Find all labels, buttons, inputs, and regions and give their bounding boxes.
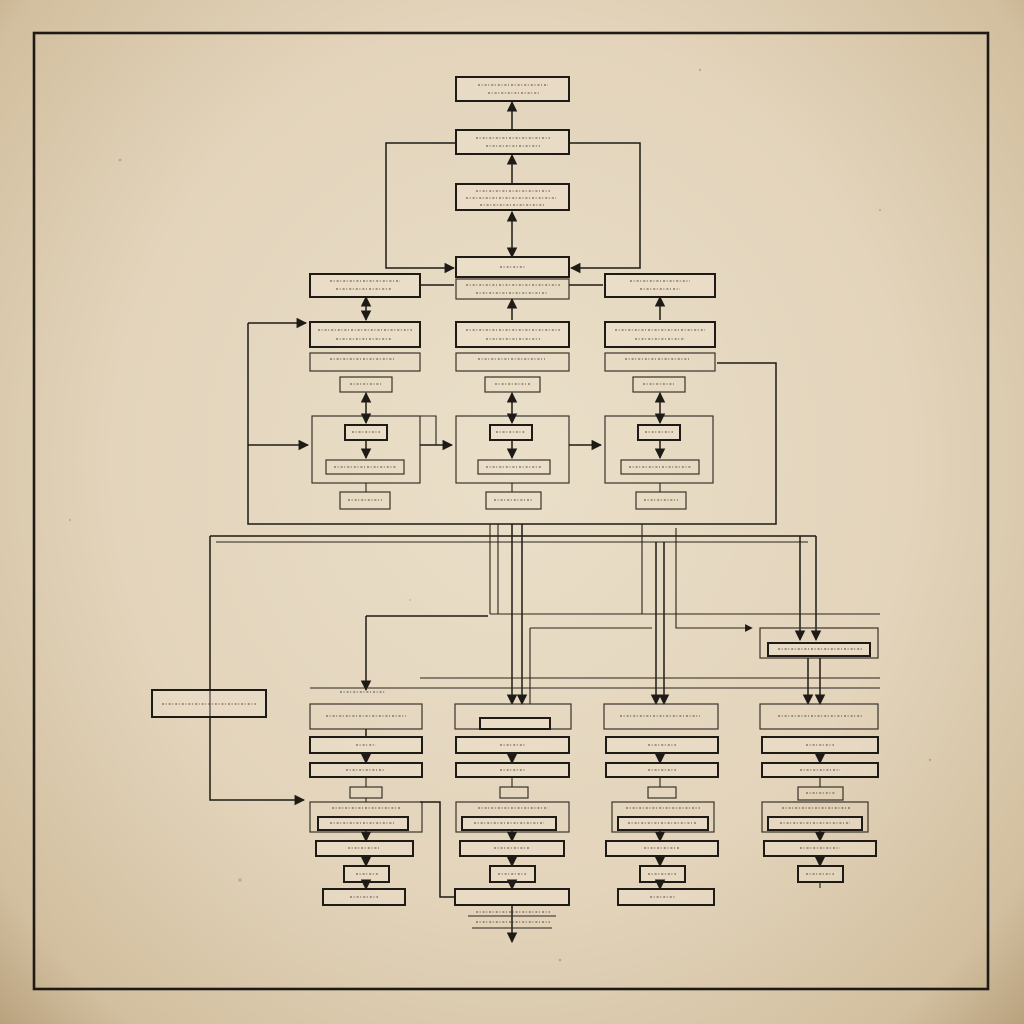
col2-head-inner bbox=[479, 717, 551, 730]
page-border bbox=[32, 31, 990, 991]
col3-row6 bbox=[617, 888, 715, 906]
strip-right bbox=[604, 352, 716, 372]
cluster-left-mid bbox=[325, 459, 405, 475]
col2-row1 bbox=[455, 736, 570, 754]
col4-head bbox=[759, 703, 879, 730]
col2-row4 bbox=[459, 840, 565, 857]
strip-left bbox=[309, 352, 421, 372]
collector-frame bbox=[759, 627, 879, 659]
col2-row3 bbox=[499, 786, 529, 799]
process-clusters bbox=[247, 317, 777, 525]
node-hub-sub bbox=[455, 278, 570, 300]
col2-row6 bbox=[454, 888, 570, 906]
cluster-left-out bbox=[339, 491, 391, 510]
node-right-a bbox=[604, 321, 716, 348]
cluster-center-mid bbox=[477, 459, 551, 475]
node-hub bbox=[455, 256, 570, 278]
node-left-head bbox=[309, 273, 421, 298]
node-center-a bbox=[455, 321, 570, 348]
cluster-right-mid bbox=[620, 459, 700, 475]
node-level-3 bbox=[455, 183, 570, 211]
node-top bbox=[455, 76, 570, 102]
strip-center bbox=[455, 352, 570, 372]
col3-row4 bbox=[605, 840, 719, 857]
paper-specks bbox=[69, 68, 932, 962]
col1-row4 bbox=[315, 840, 414, 857]
distribution-bus bbox=[209, 524, 880, 806]
cluster-center-out bbox=[485, 491, 542, 510]
small-right bbox=[632, 376, 686, 393]
bottom-columns bbox=[309, 691, 879, 944]
col1-row3 bbox=[349, 786, 383, 799]
col3-head bbox=[603, 703, 719, 730]
small-left bbox=[339, 376, 393, 393]
col2-row2 bbox=[455, 762, 570, 778]
top-spine bbox=[385, 76, 641, 300]
cluster-right-out bbox=[635, 491, 687, 510]
node-right-head bbox=[604, 273, 716, 298]
node-left-a bbox=[309, 321, 421, 348]
upper-branches bbox=[309, 273, 716, 393]
node-level-2 bbox=[455, 129, 570, 155]
col3-row3 bbox=[647, 786, 677, 799]
col1-row1 bbox=[309, 736, 423, 754]
